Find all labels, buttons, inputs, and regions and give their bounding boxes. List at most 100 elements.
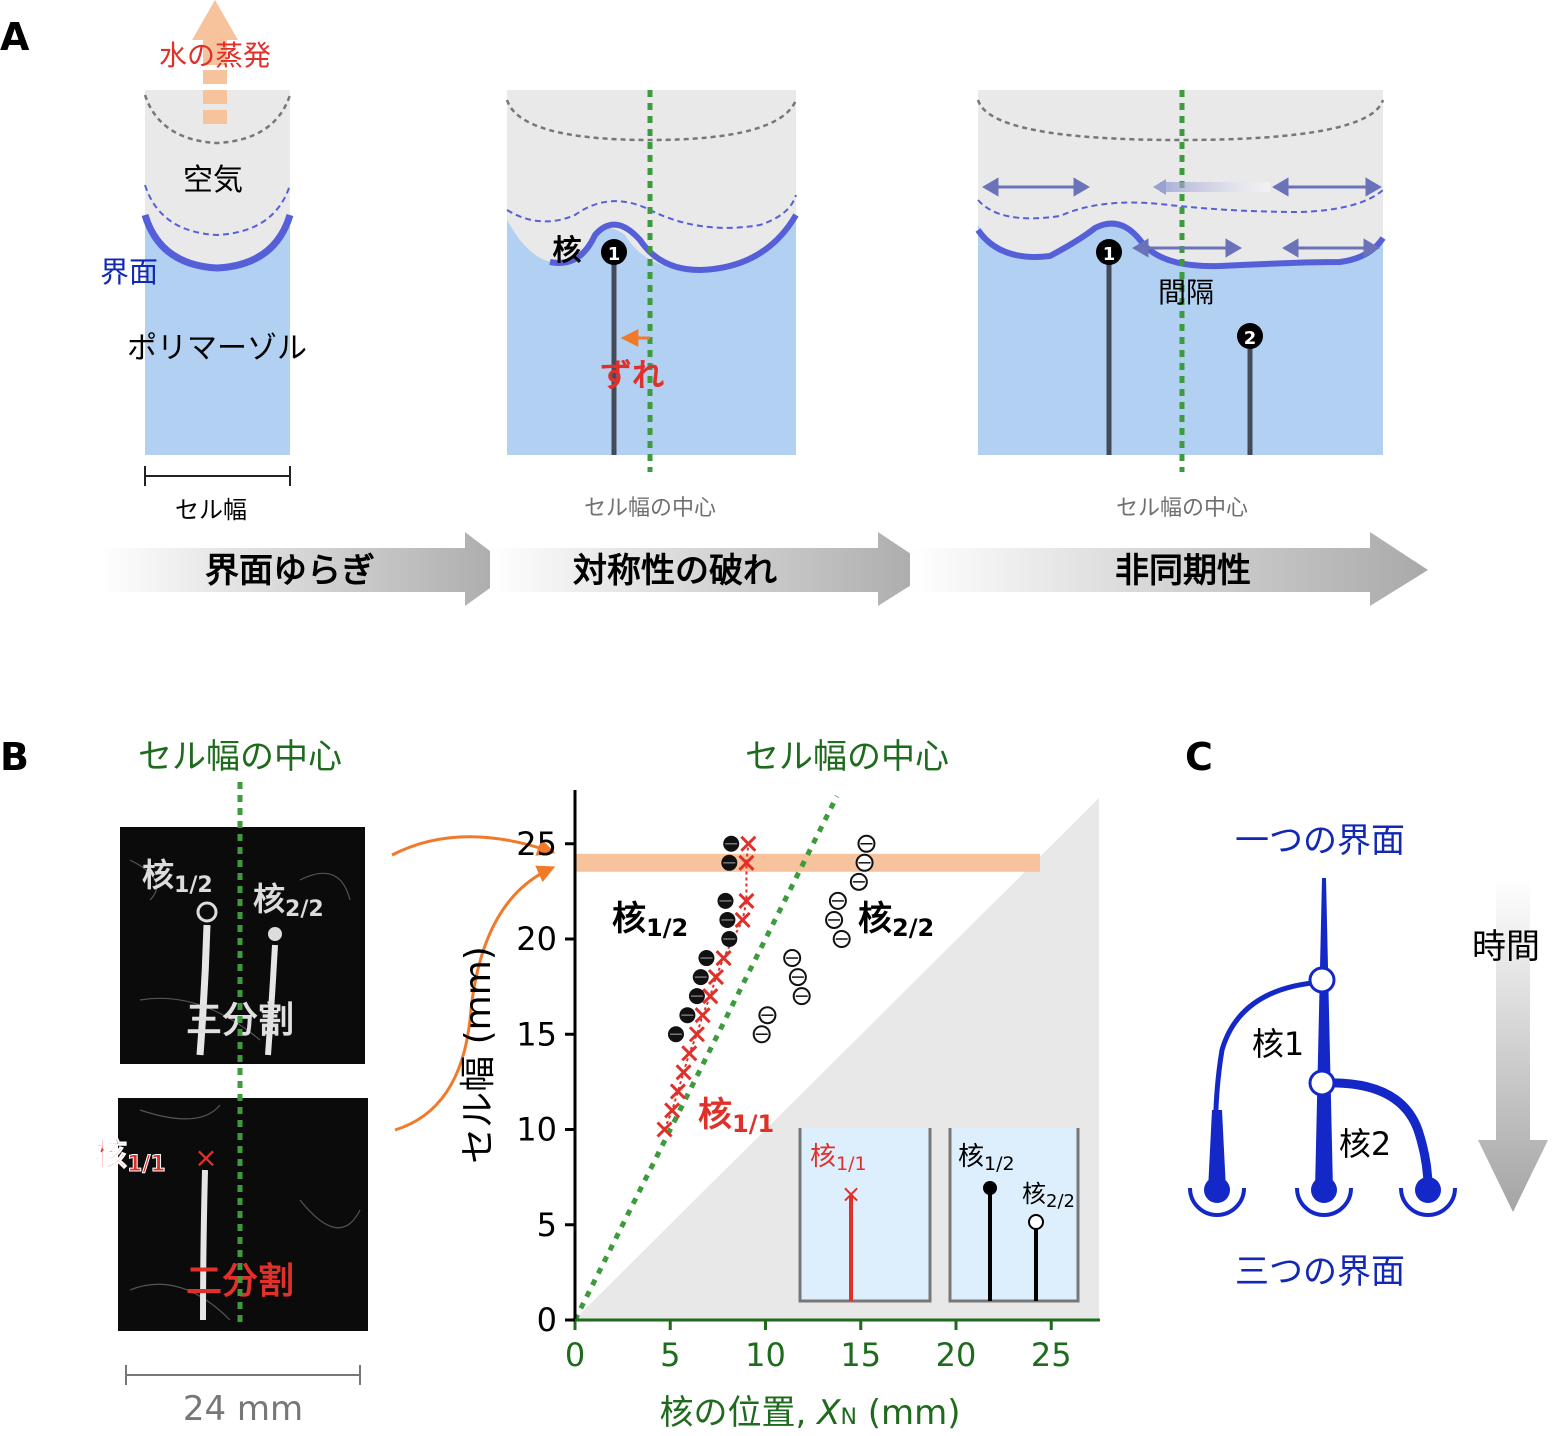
process-label-2: 対称性の破れ [573, 551, 777, 591]
center-label: セル幅の中心 [584, 496, 716, 521]
inset-right-box [950, 1128, 1078, 1301]
evaporation-dash [203, 110, 227, 124]
nucleus-2-number: 2 [1244, 328, 1257, 349]
branch-nucleus-1 [1212, 979, 1323, 1186]
plot-label-n12: 核1/2 [612, 899, 688, 942]
evaporation-label: 水の蒸発 [159, 39, 271, 72]
fluctuation-arrows [982, 177, 1382, 258]
air-label: 空気 [183, 163, 243, 198]
spacing-label: 間隔 [1158, 276, 1214, 309]
evaporation-dash [203, 70, 227, 84]
scale-label: 24 mm [183, 1389, 303, 1429]
evaporation-arrow [192, 0, 238, 65]
shift-label: ずれ [600, 356, 664, 394]
point-nucleus-1-1 [715, 949, 732, 967]
panel-a-letter: A [0, 15, 30, 59]
point-nucleus-1-1 [681, 1045, 698, 1062]
point-nucleus-1-1 [702, 988, 719, 1005]
time-label: 時間 [1472, 927, 1540, 967]
interface-curve [549, 213, 799, 274]
photo-label-n22: 核2/2 [253, 880, 324, 922]
y-tick-label: 10 [516, 1111, 557, 1149]
plot-label-n11: 核1/1 [698, 1095, 774, 1138]
point-nucleus-1-1 [734, 911, 751, 929]
connector-arrow-bottom [394, 865, 556, 1132]
y-tick-label: 25 [516, 825, 557, 863]
air-dashed-curve [505, 99, 798, 142]
width-label: セル幅 [175, 496, 247, 524]
process-arrow-3 [910, 532, 1428, 606]
photo-nucleus-1-1-x: × [194, 1141, 217, 1174]
series-layer [656, 834, 876, 1138]
inset-left-x: × [841, 1180, 861, 1208]
branch-nucleus-2 [1322, 1078, 1433, 1189]
panel-a-col3: 1 2 間隔 セル幅の中心 [975, 90, 1386, 521]
inset-right-label-2: 核2/2 [1022, 1180, 1075, 1212]
photo-nucleus-2-2 [268, 927, 282, 941]
photo-nucleus-stalk [196, 924, 211, 1056]
series-1-1-line [663, 843, 750, 1130]
x-tick-label: 20 [936, 1336, 977, 1374]
process-label-3: 非同期性 [1115, 551, 1251, 591]
nucleus-badge-number: 1 [608, 244, 621, 265]
connector-arrow-top [391, 835, 556, 857]
end-cup-middle [1295, 1187, 1353, 1217]
end-cup-left [1188, 1187, 1246, 1217]
inset-right-label-1: 核1/2 [958, 1142, 1015, 1175]
panel-a-col1: 水の蒸発 空気 界面 ポリマーゾル セル幅 [100, 0, 307, 524]
center-label: セル幅の中心 [1116, 496, 1248, 521]
photo-nucleus-stalk [265, 944, 278, 1056]
nucleus-1-label: 核1 [1252, 1025, 1304, 1063]
nucleus-badge [601, 239, 627, 265]
interface-curve [141, 213, 294, 272]
x-tick-label: 5 [660, 1336, 680, 1374]
point-nucleus-1-1 [675, 1064, 692, 1081]
inset-left-frame [798, 1128, 932, 1303]
interface-dashed-curve [144, 184, 291, 237]
air-dashed-curve [143, 94, 292, 145]
branch-1-taper [1208, 1110, 1226, 1190]
photo-scratches [129, 1104, 361, 1321]
process-label-1: 界面ゆらぎ [205, 551, 375, 591]
y-tick-label: 20 [516, 920, 557, 958]
y-tick-label: 5 [537, 1206, 557, 1244]
photo-label-n11: 核1/1 [95, 1135, 166, 1177]
time-arrow [1478, 878, 1548, 1212]
nucleus-1-number: 1 [1103, 244, 1116, 265]
center-label-chart: セル幅の中心 [745, 737, 949, 777]
point-nucleus-1-1 [688, 1026, 705, 1043]
trunk [1315, 878, 1333, 1190]
polymer-label: ポリマーゾル [127, 331, 307, 366]
inset-right-nucleus-2 [1028, 1214, 1044, 1230]
panel-c-letter: C [1185, 735, 1213, 779]
point-nucleus-1-1 [738, 854, 755, 871]
point-nucleus-1-1 [694, 1007, 711, 1024]
x-axis-label: 核の位置, XN (mm) [660, 1393, 961, 1433]
nucleus-2-label: 核2 [1339, 1125, 1391, 1163]
x-tick-label: 15 [840, 1336, 881, 1374]
process-arrow-1 [100, 532, 515, 606]
end-node-right [1415, 1177, 1441, 1203]
photo-nucleus-stalk [200, 1169, 208, 1321]
panel-b-letter: B [0, 735, 29, 779]
photo-nucleus-1-2 [196, 901, 218, 923]
end-node-left [1204, 1177, 1230, 1203]
process-arrow-2 [490, 532, 935, 606]
inset-right-nucleus-1 [983, 1181, 997, 1195]
polymer-region [145, 225, 290, 455]
three-interfaces-label: 三つの界面 [1235, 1252, 1405, 1292]
photo-bottom-frame [118, 1098, 368, 1331]
photo-bottom: × 核1/1 二分割 [95, 1098, 368, 1331]
nucleus-1-badge [1096, 239, 1122, 265]
evaporation-dash [203, 90, 227, 104]
photo-label-n12: 核1/2 [142, 856, 213, 898]
y-tick-label: 0 [537, 1301, 557, 1339]
plot-label-n22: 核2/2 [858, 899, 934, 942]
one-interface-label: 一つの界面 [1235, 821, 1405, 861]
end-cup-right [1399, 1187, 1457, 1217]
point-nucleus-1-1 [669, 1083, 686, 1100]
point-nucleus-1-1 [738, 892, 755, 909]
highlight-band [575, 853, 1040, 872]
